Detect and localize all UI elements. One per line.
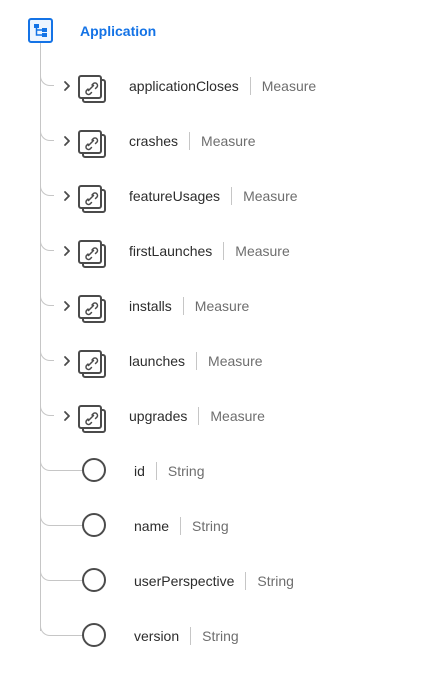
field-separator [245, 572, 247, 590]
field-name: userPerspective [134, 573, 235, 589]
tree-row-firstLaunches[interactable]: firstLaunches Measure [0, 233, 432, 269]
tree-row-version[interactable]: version String [0, 618, 432, 654]
object-link-icon [78, 240, 106, 268]
field-label[interactable]: name String [134, 516, 229, 536]
field-name: firstLaunches [129, 243, 213, 259]
tree-branch-line [40, 398, 54, 416]
field-separator [198, 407, 200, 425]
field-name: id [134, 463, 145, 479]
tree-branch-line [40, 288, 54, 306]
tree-row-applicationCloses[interactable]: applicationCloses Measure [0, 68, 432, 104]
tree-row-featureUsages[interactable]: featureUsages Measure [0, 178, 432, 214]
field-name: installs [129, 298, 172, 314]
schema-tree-icon[interactable] [28, 18, 53, 43]
primitive-field-icon [82, 458, 106, 482]
tree-branch-line [40, 508, 82, 526]
tree-branch-line [40, 343, 54, 361]
tree-branch-line [40, 618, 82, 636]
field-type: Measure [210, 408, 265, 424]
tree-branch-line [40, 68, 54, 86]
tree-row-installs[interactable]: installs Measure [0, 288, 432, 324]
chevron-right-icon[interactable] [61, 80, 73, 92]
field-type: Measure [243, 188, 298, 204]
field-type: Measure [201, 133, 256, 149]
tree-trunk-line [40, 43, 41, 631]
chevron-right-icon[interactable] [61, 245, 73, 257]
tree-row-launches[interactable]: launches Measure [0, 343, 432, 379]
field-label[interactable]: launches Measure [129, 351, 263, 371]
field-type: String [167, 463, 205, 479]
field-name: applicationCloses [129, 78, 239, 94]
chevron-right-icon[interactable] [61, 135, 73, 147]
field-label[interactable]: id String [134, 461, 204, 481]
field-name: upgrades [129, 408, 188, 424]
field-type: String [202, 628, 239, 644]
tree-branch-line [40, 453, 82, 471]
field-label[interactable]: version String [134, 626, 239, 646]
field-separator [189, 132, 191, 150]
tree-row-userPerspective[interactable]: userPerspective String [0, 563, 432, 599]
field-separator [180, 517, 182, 535]
field-separator [182, 297, 184, 315]
field-type: Measure [261, 78, 317, 94]
field-separator [196, 352, 198, 370]
object-link-icon [78, 405, 106, 433]
field-separator [223, 242, 225, 260]
field-label[interactable]: crashes Measure [129, 131, 256, 151]
tree-branch-line [40, 123, 54, 141]
field-separator [190, 627, 192, 645]
field-type: Measure [194, 298, 250, 314]
field-name: version [134, 628, 180, 644]
field-label[interactable]: installs Measure [129, 296, 249, 316]
field-type: String [257, 573, 294, 589]
field-separator [155, 462, 157, 480]
tree-branch-line [40, 233, 54, 251]
field-type: Measure [235, 243, 290, 259]
chevron-right-icon[interactable] [61, 355, 73, 367]
object-link-icon [78, 130, 106, 158]
primitive-field-icon [82, 513, 106, 537]
field-name: name [134, 518, 170, 534]
object-link-icon [78, 295, 106, 323]
tree-branch-line [40, 178, 54, 196]
tree-branch-line [40, 563, 82, 581]
tree-row-name[interactable]: name String [0, 508, 432, 544]
field-name: featureUsages [129, 188, 221, 204]
field-type: String [192, 518, 229, 534]
field-type: Measure [208, 353, 263, 369]
field-separator [231, 187, 233, 205]
object-link-icon [78, 75, 106, 103]
hierarchy-icon [34, 24, 47, 37]
object-link-icon [78, 185, 106, 213]
primitive-field-icon [82, 568, 106, 592]
tree-row-id[interactable]: id String [0, 453, 432, 489]
field-label[interactable]: firstLaunches Measure [129, 241, 290, 261]
field-label[interactable]: featureUsages Measure [129, 186, 298, 206]
field-separator [249, 77, 251, 95]
primitive-field-icon [82, 623, 106, 647]
field-name: launches [129, 353, 186, 369]
object-link-icon [78, 350, 106, 378]
chevron-right-icon[interactable] [61, 410, 73, 422]
field-label[interactable]: upgrades Measure [129, 406, 265, 426]
chevron-right-icon[interactable] [61, 300, 73, 312]
tree-row-crashes[interactable]: crashes Measure [0, 123, 432, 159]
root-node-label[interactable]: Application [80, 23, 157, 39]
field-label[interactable]: applicationCloses Measure [129, 76, 316, 96]
field-label[interactable]: userPerspective String [134, 571, 294, 591]
tree-row-upgrades[interactable]: upgrades Measure [0, 398, 432, 434]
chevron-right-icon[interactable] [61, 190, 73, 202]
field-name: crashes [129, 133, 179, 149]
